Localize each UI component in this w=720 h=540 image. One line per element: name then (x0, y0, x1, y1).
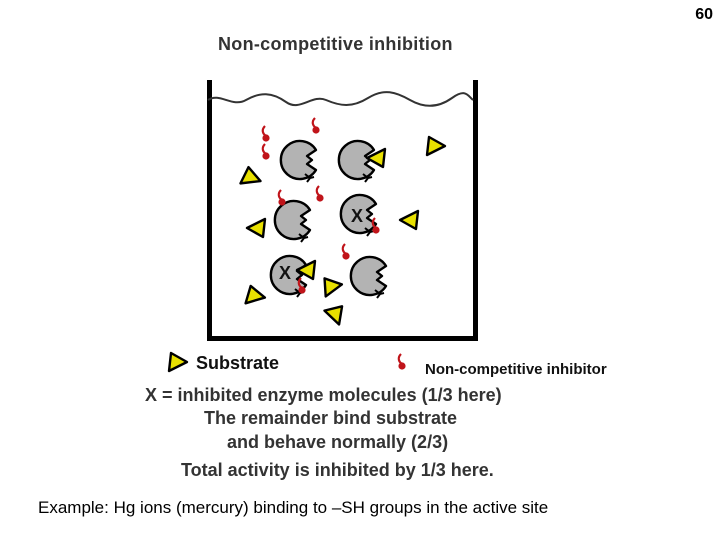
inhibited-mark: X (279, 263, 291, 283)
substrate-free (239, 165, 265, 191)
caption-line: Total activity is inhibited by 1/3 here. (181, 460, 494, 480)
inhibited-marks: X X (279, 206, 363, 283)
inhibited-mark: X (351, 206, 363, 226)
legend-substrate-icon (167, 351, 189, 373)
water-surface (207, 91, 474, 107)
substrate-free (425, 135, 447, 157)
substrate-free (321, 274, 345, 298)
enzyme-2 (337, 139, 376, 184)
enzyme-1 (279, 139, 318, 184)
beaker (207, 80, 478, 341)
inhibitor-free (261, 124, 271, 143)
enzyme-6 (349, 255, 388, 300)
caption-line: and behave normally (2/3) (227, 432, 449, 452)
figure-title: Non-competitive inhibition (218, 34, 453, 54)
caption-line: The remainder bind substrate (204, 408, 458, 428)
substrate-free (244, 284, 268, 308)
example-text: Example: Hg ions (mercury) binding to –S… (38, 498, 549, 517)
substrate-free (323, 303, 349, 329)
legend-substrate-label: Substrate (196, 353, 280, 373)
caption-line: X = inhibited enzyme molecules (1/3 here… (145, 385, 502, 405)
inhibitor-free (315, 184, 325, 203)
substrate-free (398, 209, 420, 231)
inhibitor-free (311, 116, 321, 135)
inhibitor-free (341, 242, 351, 261)
substrate-free (245, 217, 267, 239)
enzyme-3 (273, 199, 312, 244)
legend-inhibitor-label: Non-competitive inhibitor (425, 361, 607, 378)
legend-inhibitor-icon (397, 352, 407, 371)
inhibitor-free (261, 142, 271, 161)
page-number: 60 (695, 6, 713, 23)
inhibitor-free (277, 188, 287, 207)
